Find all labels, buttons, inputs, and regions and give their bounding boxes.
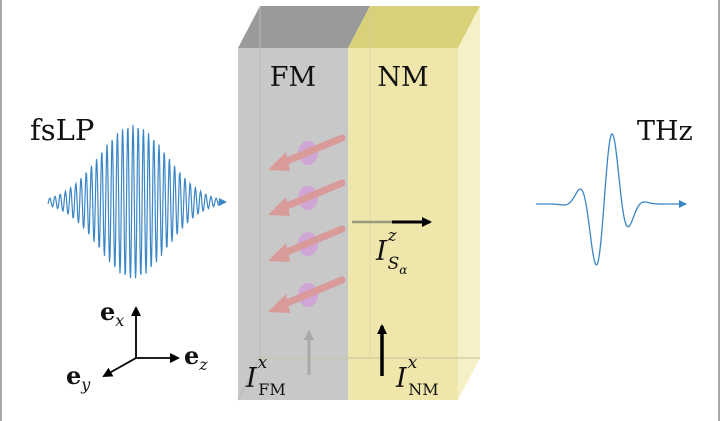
fm-current-sup: x	[258, 353, 268, 373]
spin-current-sub: S	[388, 254, 400, 274]
input-laser-pulse-waveform	[47, 124, 221, 279]
nm-front-face	[348, 48, 458, 400]
nm-current-base: I	[395, 363, 408, 394]
nm-current-sup: x	[408, 353, 418, 373]
output-thz-pulse-waveform	[536, 133, 676, 266]
spin-arrow-shaft	[278, 225, 346, 258]
spin-arrow-shaft	[278, 276, 346, 309]
fm-label: FM	[270, 62, 316, 93]
axis-z-label: ez	[184, 341, 208, 374]
spin-moment	[268, 179, 346, 216]
spin-current-base: I	[375, 236, 388, 267]
axis-x-base: e	[100, 297, 115, 326]
spin-arrow-shaft	[278, 179, 346, 212]
spin-moments	[268, 134, 346, 313]
output-pulse-label: THz	[637, 116, 693, 147]
spin-arrow-head	[268, 294, 290, 313]
spin-arrow-head	[268, 152, 290, 171]
bilayer-block	[237, 6, 480, 401]
fm-current-sub: FM	[258, 380, 285, 399]
axis-z-base: e	[184, 341, 199, 370]
block-hidden-diagonal-edge	[237, 357, 261, 401]
spin-current-sup: z	[387, 226, 398, 246]
axis-y-arrow	[102, 357, 137, 377]
coordinate-axes	[102, 306, 180, 377]
spin-arrow-shaft	[278, 134, 346, 167]
spin-arrow-head	[268, 243, 290, 262]
fm-current-base: I	[245, 363, 258, 394]
axis-y-sub: y	[80, 375, 91, 394]
spin-moment	[268, 225, 346, 262]
fm-front-face	[238, 48, 348, 400]
nm-label: NM	[377, 62, 428, 93]
nm-current-sub: NM	[408, 380, 438, 399]
spin-moment	[268, 134, 346, 171]
fm-top-face	[238, 6, 370, 48]
spin-moment	[268, 276, 346, 313]
spin-arrow-head	[268, 197, 290, 216]
axis-y-base: e	[66, 361, 81, 390]
nm-top-face	[348, 6, 480, 48]
input-pulse-label: fsLP	[30, 113, 94, 147]
spin-current-subsub: α	[399, 263, 407, 277]
nm-side-face	[458, 6, 480, 400]
axis-y-label: ey	[66, 361, 91, 394]
axis-x-sub: x	[115, 311, 124, 330]
axis-z-sub: z	[198, 355, 208, 374]
axis-x-label: ex	[100, 297, 124, 330]
